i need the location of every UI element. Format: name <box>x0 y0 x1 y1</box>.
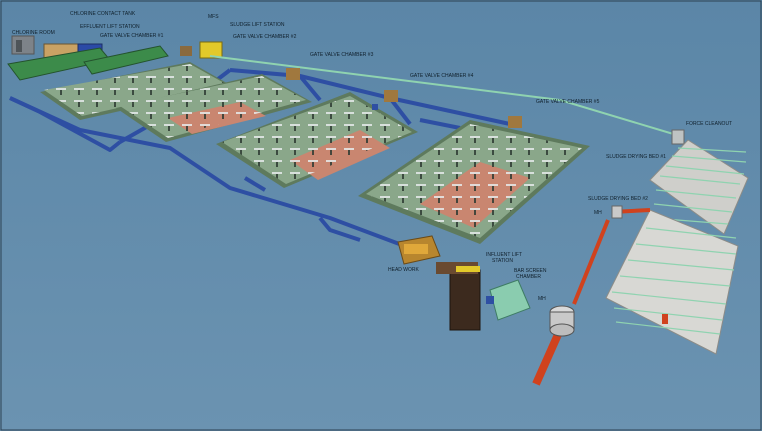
bar-screen-chamber <box>486 279 531 321</box>
gate-valve-chamber-4-box <box>384 90 398 102</box>
label-head-work: HEAD WORK <box>388 267 420 273</box>
sludge-lift-station <box>199 41 223 59</box>
label-sludge-drying-bed-1: SLUDGE DRYING BED #1 <box>606 154 666 160</box>
label-sludge-drying-bed-2: SLUDGE DRYING BED #2 <box>588 196 648 202</box>
sludge-drying-bed-2 <box>605 209 739 355</box>
label-chlorine-room: CHLORINE ROOM <box>12 30 55 36</box>
label-influent-lift-line-1: INFLUENT LIFT <box>486 252 522 258</box>
force-cleanout-box <box>671 129 685 145</box>
chlorine-room <box>11 35 35 55</box>
aeration-basin-2 <box>116 74 312 142</box>
label-bar-screen-line-2: CHAMBER <box>516 274 541 280</box>
label-gate-valve-chamber-2: GATE VALVE CHAMBER #2 <box>233 34 297 40</box>
aeration-basin-1 <box>40 62 232 120</box>
label-force-cleanout: FORCE CLEANOUT <box>686 121 732 127</box>
label-sludge-lift-station: SLUDGE LIFT STATION <box>230 22 285 28</box>
label-gate-valve-chamber-5: GATE VALVE CHAMBER #5 <box>536 99 600 105</box>
label-gate-valve-chamber-4: GATE VALVE CHAMBER #4 <box>410 73 474 79</box>
mh1-manhole <box>549 305 575 337</box>
green-force-main <box>209 55 681 137</box>
label-mfs: MFS <box>208 14 219 20</box>
aeration-basin-4 <box>358 120 590 244</box>
label-influent-lift-line-2: STATION <box>492 258 513 264</box>
labels: CHLORINE ROOM CHLORINE CONTACT TANK EFFL… <box>12 11 732 302</box>
gate-valve-chamber-3-box <box>286 68 300 80</box>
label-gate-valve-chamber-3: GATE VALVE CHAMBER #3 <box>310 52 374 58</box>
head-work <box>397 235 441 265</box>
mh-manhole <box>611 205 623 219</box>
label-bar-screen-line-1: BAR SCREEN <box>514 268 547 274</box>
influent-lift-station <box>436 262 481 331</box>
label-chlorine-contact-tank: CHLORINE CONTACT TANK <box>70 11 136 17</box>
gate-valve-chamber-5-box <box>508 116 522 128</box>
effluent-green-basin-2 <box>83 45 169 75</box>
label-mh: MH <box>594 210 602 216</box>
label-effluent-lift-station: EFFLUENT LIFT STATION <box>80 24 140 30</box>
blue-valve <box>372 104 378 110</box>
sludge-drying-bed-1 <box>649 139 749 235</box>
aeration-basin-3 <box>216 92 418 188</box>
mfs-box <box>180 46 192 56</box>
label-gate-valve-chamber-1: GATE VALVE CHAMBER #1 <box>100 33 164 39</box>
label-mh1: MH <box>538 296 546 302</box>
